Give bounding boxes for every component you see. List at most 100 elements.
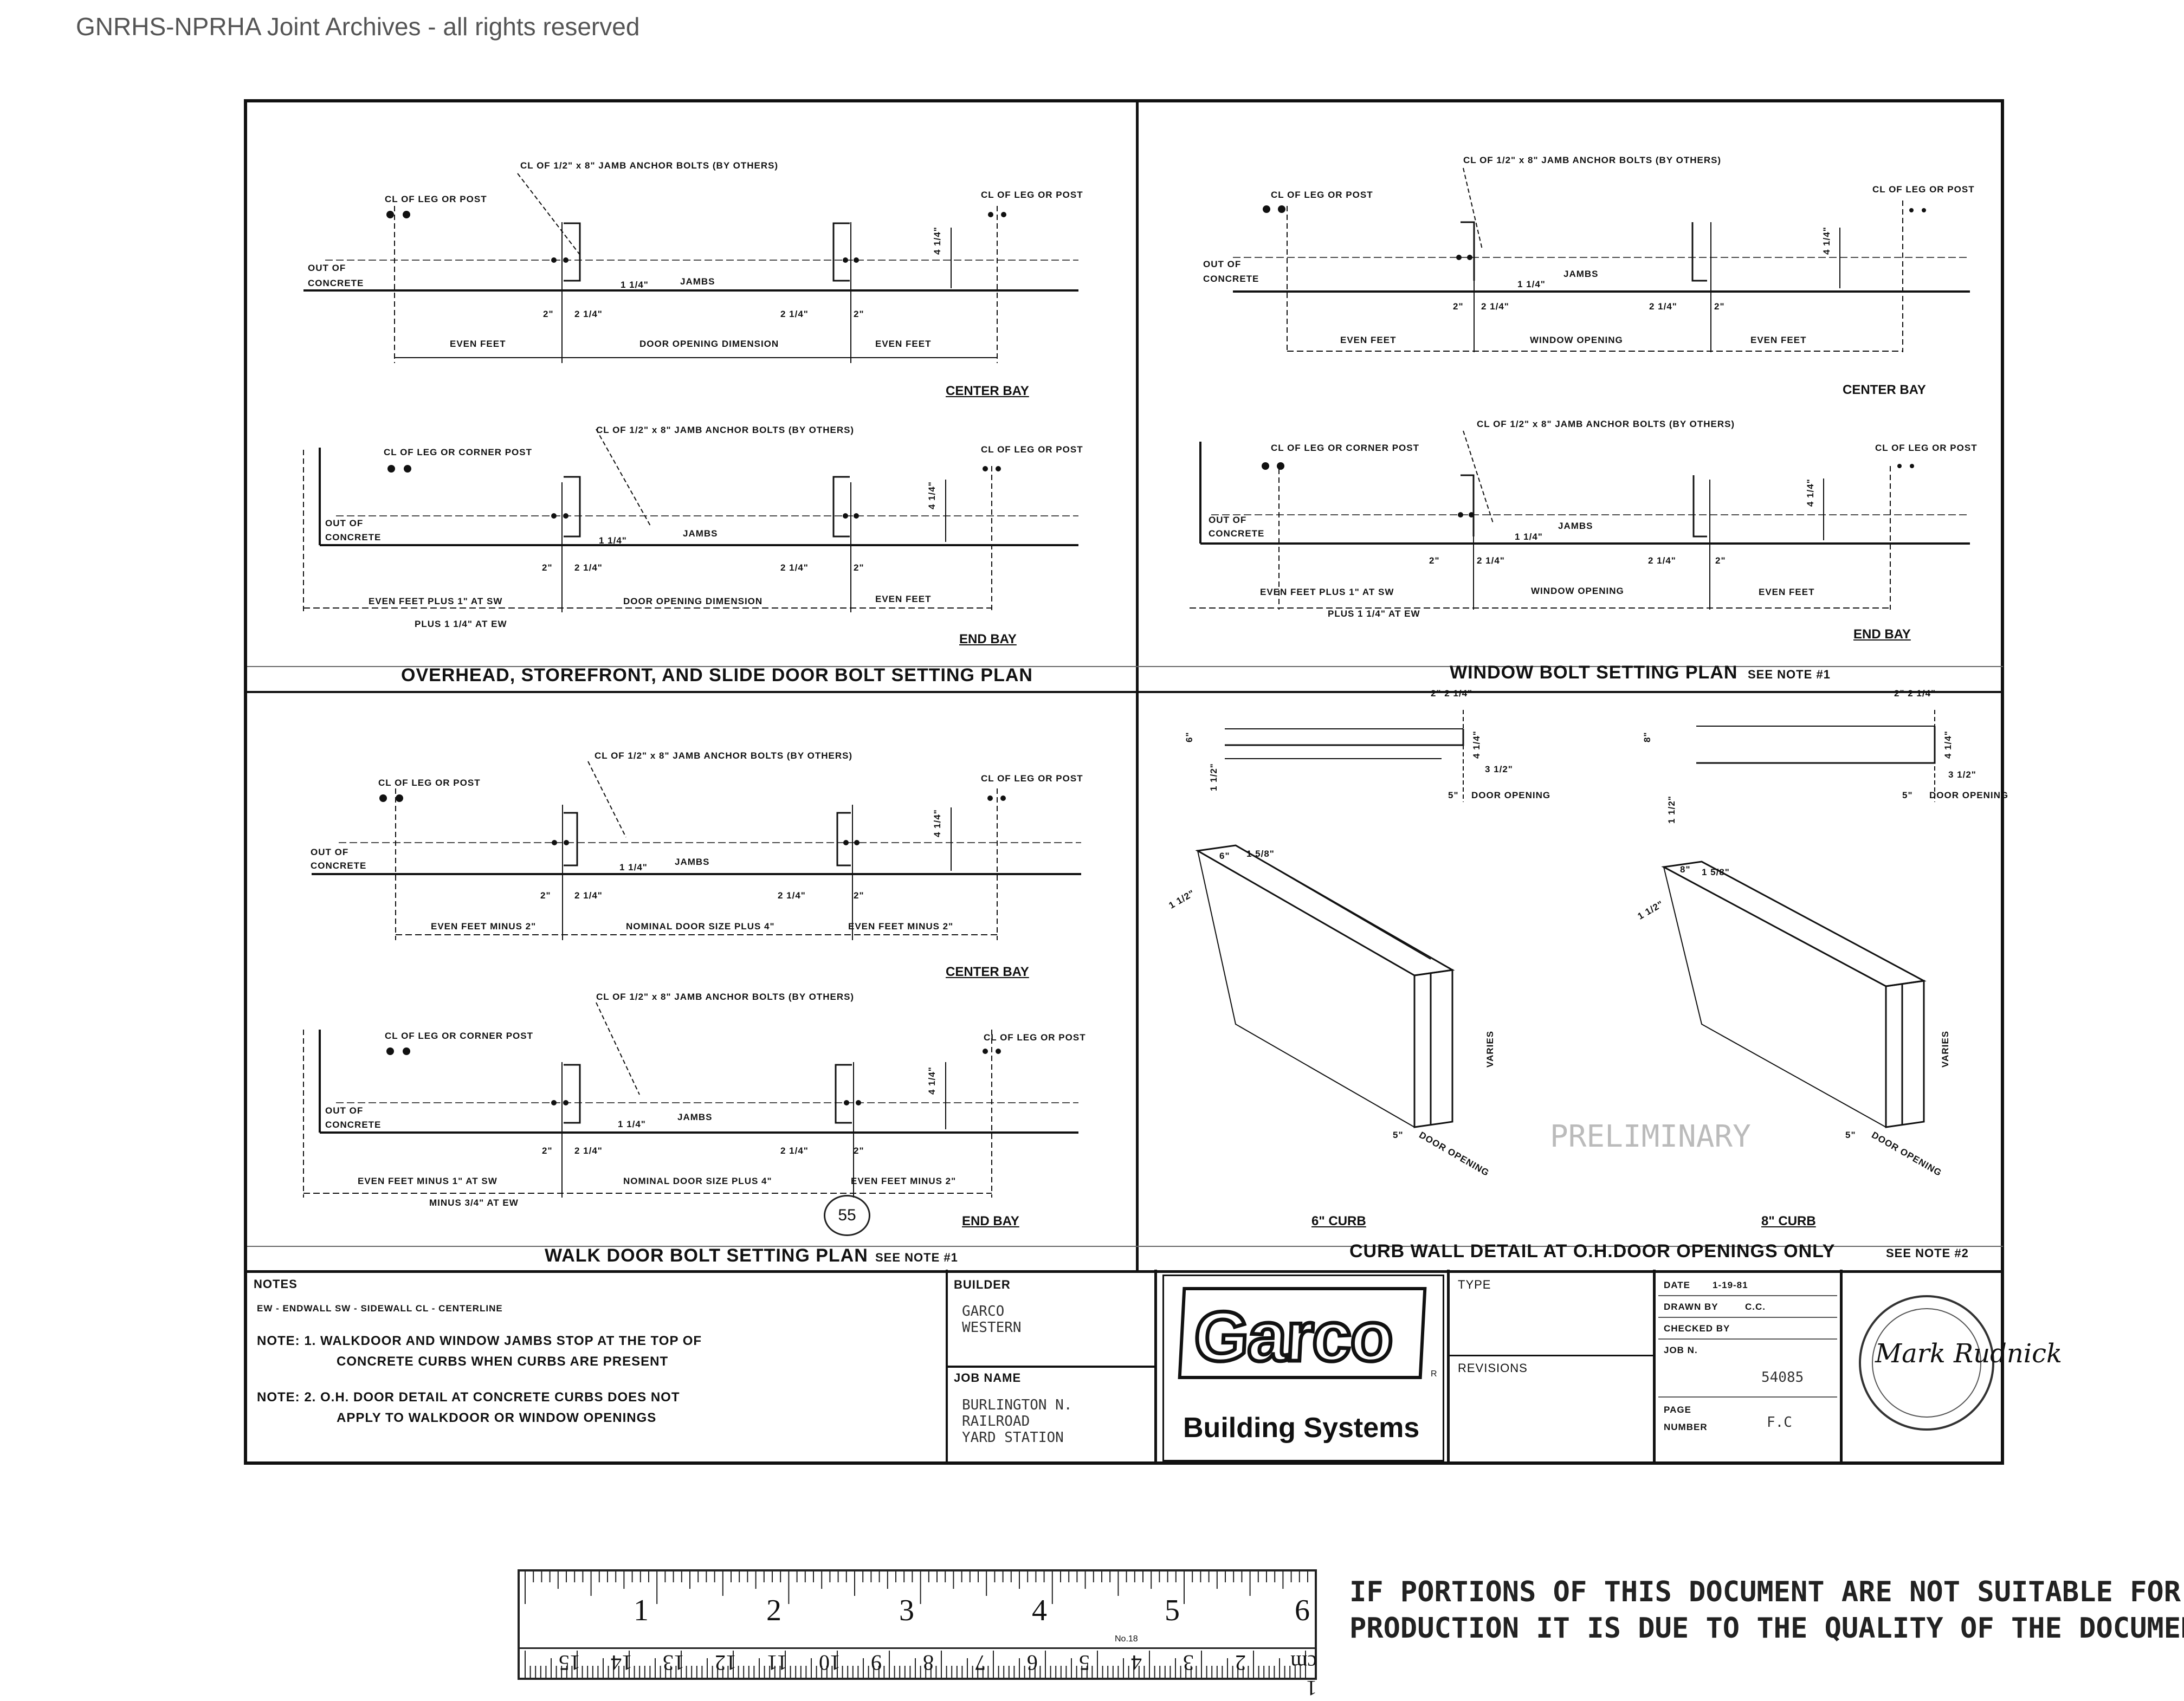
ruler-num: 4 [1032, 1594, 1047, 1627]
dim-2-1-4: 2 1/4" [1481, 301, 1509, 312]
revisions-label: REVISIONS [1458, 1361, 1528, 1375]
dim-1-1-4: 1 1/4" [1517, 279, 1546, 289]
out-of-label: OUT OF [1209, 515, 1247, 525]
job-line2: RAILROAD [962, 1413, 1030, 1430]
out-of-label: OUT OF [1203, 259, 1242, 269]
curb8-dim-v: 4 1/4" [1943, 730, 1953, 759]
curb-drawings [1195, 710, 1936, 1128]
mid-dimension: NOMINAL DOOR SIZE PLUS 4" [626, 921, 775, 932]
ruler-split [520, 1647, 1315, 1649]
dim-2: 2" [542, 562, 553, 573]
dim-2: 2" [1453, 301, 1464, 312]
logo-frame: Garco [1178, 1287, 1427, 1379]
notes-block: NOTES EW - ENDWALL SW - SIDEWALL CL - CE… [247, 1270, 946, 1462]
type-divider-left [1447, 1270, 1450, 1465]
concrete-label: CONCRETE [308, 278, 364, 288]
logo-registered: R [1431, 1369, 1437, 1379]
jambs-label: JAMBS [675, 857, 710, 867]
bay-label: END BAY [959, 632, 1017, 646]
ruler-num: 6 [1295, 1594, 1310, 1627]
anchor-note: CL OF 1/2" x 8" JAMB ANCHOR BOLTS (BY OT… [596, 992, 855, 1002]
center-divider [1136, 102, 1139, 1270]
ruler-metric-num: 7 [975, 1651, 986, 1675]
right-post-label: CL OF LEG OR POST [1875, 443, 1978, 453]
info-block: DATE 1-19-81 DRAWN BY C.C. CHECKED BY JO… [1658, 1275, 1837, 1461]
left-dimension-2: PLUS 1 1/4" AT EW [415, 619, 507, 629]
bay-label: CENTER BAY [946, 965, 1029, 979]
left-dimension: EVEN FEET PLUS 1" AT SW [1260, 587, 1394, 597]
curb8-varies: VARIES [1940, 1030, 1950, 1068]
left-dimension: EVEN FEET [1340, 335, 1397, 345]
dim-4-1-4: 4 1/4" [1821, 227, 1832, 255]
curb6-iso-d: 1 5/8" [1246, 849, 1275, 859]
dim-2: 2" [540, 890, 551, 901]
ruler-num: 5 [1165, 1594, 1180, 1627]
dim-2-1-4: 2 1/4" [574, 1146, 603, 1156]
info-row-line [1658, 1396, 1837, 1398]
bay-label: END BAY [1853, 627, 1911, 642]
left-post-label: CL OF LEG OR POST [1271, 190, 1373, 200]
ruler-metric-num: 6 [1027, 1651, 1038, 1675]
note1-line2: CONCRETE CURBS WHEN CURBS ARE PRESENT [337, 1354, 669, 1369]
ruler-num: 2 [766, 1594, 781, 1627]
building-systems: Building Systems [1183, 1412, 1420, 1444]
door-end-bay-lines [303, 429, 1078, 612]
curb8-dim-h: 8" [1642, 732, 1652, 742]
dim-1-1-4: 1 1/4" [599, 535, 627, 546]
date-label: DATE [1664, 1280, 1691, 1290]
job-no-value: 54085 [1761, 1369, 1804, 1386]
ruler-model: No.18 [1115, 1634, 1138, 1644]
anchor-note: CL OF 1/2" x 8" JAMB ANCHOR BOLTS (BY OT… [520, 160, 779, 171]
drawing-sheet [244, 99, 2004, 1465]
door-panel-title: OVERHEAD, STOREFRONT, AND SLIDE DOOR BOL… [401, 665, 1033, 685]
abbreviations: EW - ENDWALL SW - SIDEWALL CL - CENTERLI… [257, 1303, 503, 1314]
dim-2: 2" [542, 1146, 553, 1156]
out-of-label: OUT OF [325, 1105, 364, 1116]
curb6-dim-w: 1 1/2" [1209, 763, 1219, 791]
curb8-dim-top: 2" 2 1/4" [1894, 688, 1936, 698]
jambs-label: JAMBS [680, 276, 715, 287]
logo-divider-left [1154, 1270, 1157, 1465]
ruler-num: 1 [634, 1594, 649, 1627]
dim-1-1-4: 1 1/4" [1515, 532, 1543, 542]
job-line3: YARD STATION [962, 1430, 1064, 1446]
dim-2-right: 2" [1714, 301, 1725, 312]
dim-2-right: 2" [854, 890, 864, 901]
disclaimer-line2: PRODUCTION IT IS DUE TO THE QUALITY OF T… [1349, 1612, 2184, 1645]
garco-logo: Garco [1190, 1295, 1396, 1378]
window-see-note: SEE NOTE #1 [1748, 668, 1831, 681]
right-dimension: EVEN FEET [1759, 587, 1815, 597]
out-of-label: OUT OF [325, 518, 364, 528]
right-post-label: CL OF LEG OR POST [981, 773, 1083, 784]
note2-line2: APPLY TO WALKDOOR OR WINDOW OPENINGS [337, 1411, 657, 1425]
ruler-metric-num: 1 cm [1290, 1651, 1317, 1700]
dim-4-1-4: 4 1/4" [927, 481, 937, 509]
dim-1-1-4: 1 1/4" [618, 1119, 646, 1129]
left-post-label: CL OF LEG OR CORNER POST [384, 447, 532, 457]
curb6-dim-five: 5" [1448, 790, 1459, 800]
right-post-label: CL OF LEG OR POST [1872, 184, 1975, 195]
right-post-label: CL OF LEG OR POST [981, 444, 1083, 455]
curb8-iso-d: 1 5/8" [1702, 867, 1730, 877]
dim-4-1-4: 4 1/4" [932, 809, 942, 837]
ruler-ticks [525, 1571, 1308, 1678]
right-dimension: EVEN FEET MINUS 2" [848, 921, 954, 932]
window-center-bay-lines [1233, 167, 1970, 352]
anchor-note: CL OF 1/2" x 8" JAMB ANCHOR BOLTS (BY OT… [596, 425, 855, 435]
out-of-label: OUT OF [308, 263, 346, 273]
info-row-line [1658, 1338, 1837, 1340]
dim-2-right: 2" [854, 1146, 864, 1156]
engineer-signature: Mark Rudnick [1875, 1338, 2063, 1369]
bay-label: CENTER BAY [1843, 383, 1926, 397]
ruler-metric-num: 8 [923, 1651, 934, 1675]
archive-watermark: GNRHS-NPRHA Joint Archives - all rights … [76, 12, 640, 41]
dim-4-1-4: 4 1/4" [1805, 478, 1815, 507]
job-name-label: JOB NAME [954, 1371, 1022, 1385]
curb6-label: 6" CURB [1311, 1214, 1366, 1228]
type-label: TYPE [1458, 1278, 1491, 1291]
seal-divider-left [1840, 1270, 1843, 1465]
mid-dimension: DOOR OPENING DIMENSION [639, 339, 779, 349]
builder-line2: WESTERN [962, 1320, 1022, 1336]
concrete-label: CONCRETE [311, 861, 367, 871]
left-dimension: EVEN FEET PLUS 1" AT SW [369, 596, 503, 606]
